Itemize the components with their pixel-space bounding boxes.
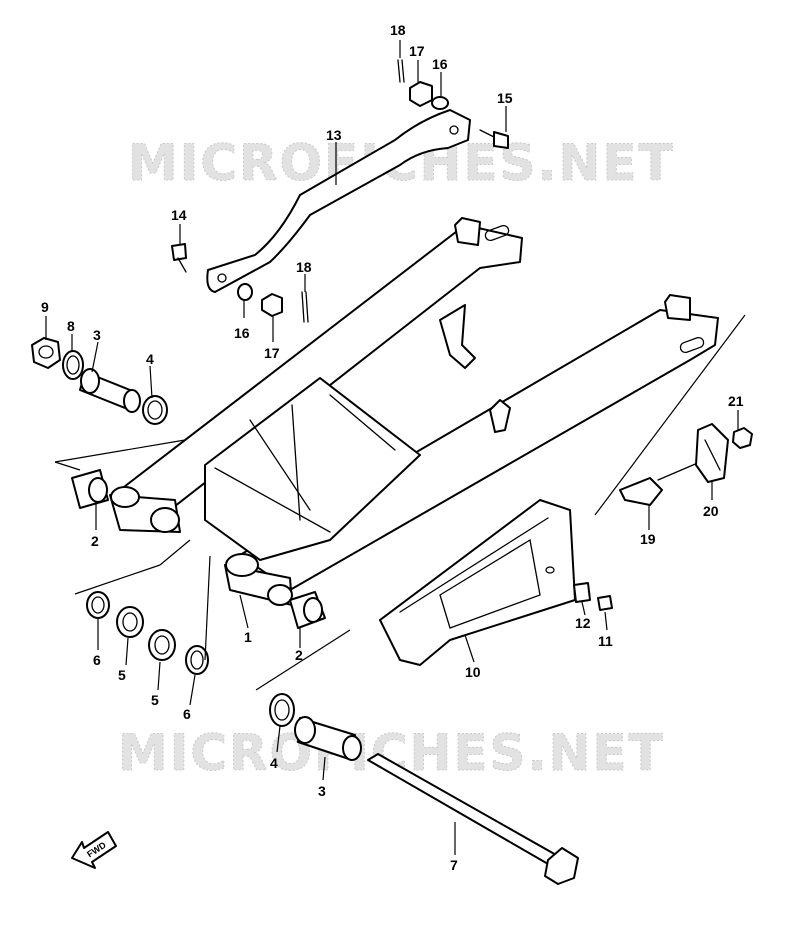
bolt-15	[479, 129, 509, 149]
callout-2-upper: 2	[91, 533, 99, 549]
seal-4a	[142, 395, 168, 425]
callout-7: 7	[450, 857, 458, 873]
bushing-5b	[148, 629, 176, 661]
washer-16b	[237, 283, 253, 301]
callout-16-mid: 16	[234, 325, 250, 341]
bearing-2a	[71, 469, 109, 509]
bushing-5a	[116, 606, 144, 638]
callout-3-upper: 3	[93, 327, 101, 343]
washer-6b	[185, 645, 209, 675]
bolt-11	[597, 595, 613, 611]
bolt-14	[171, 243, 187, 273]
callout-4-lower: 4	[270, 755, 278, 771]
callout-17-mid: 17	[264, 345, 280, 361]
leader-lines	[45, 40, 746, 855]
stopper-20	[695, 423, 729, 483]
callout-16-top: 16	[432, 56, 448, 72]
callouts: 18 17 16 15 13 14 18 16 17 9 8 3 4 21 2 …	[41, 22, 744, 873]
watermark-bottom: MICROFICHES.NET	[118, 724, 665, 782]
collar-12	[573, 582, 591, 603]
callout-20: 20	[703, 503, 719, 519]
callout-18-top: 18	[390, 22, 406, 38]
callout-12: 12	[575, 615, 591, 631]
nut-9	[31, 337, 61, 369]
callout-6-right: 6	[183, 706, 191, 722]
seal-4b	[269, 693, 295, 727]
chain-case	[379, 499, 576, 666]
collar-3b	[294, 716, 362, 761]
nut-17b	[261, 293, 283, 317]
adjuster-19	[619, 461, 701, 506]
callout-18-mid: 18	[296, 259, 312, 275]
cotter-pin-18a	[397, 59, 405, 83]
callout-15: 15	[497, 90, 513, 106]
nut-17a	[409, 81, 433, 107]
callout-10: 10	[465, 664, 481, 680]
callout-8: 8	[67, 318, 75, 334]
callout-21: 21	[728, 393, 744, 409]
callout-4-upper: 4	[146, 351, 154, 367]
swingarm	[109, 217, 719, 606]
bearing-2b	[289, 591, 326, 629]
nut-21	[732, 427, 753, 449]
callout-17-top: 17	[409, 43, 425, 59]
collar-3a	[79, 368, 141, 413]
fwd-arrow: FWD	[71, 831, 117, 869]
callout-9: 9	[41, 299, 49, 315]
callout-3-lower: 3	[318, 783, 326, 799]
callout-2-lower: 2	[295, 647, 303, 663]
cotter-pin-18b	[301, 291, 309, 323]
callout-5-left: 5	[118, 667, 126, 683]
callout-13: 13	[326, 127, 342, 143]
washer-8	[62, 350, 84, 380]
washer-16a	[431, 96, 449, 110]
callout-14: 14	[171, 207, 187, 223]
callout-11: 11	[598, 633, 613, 649]
callout-19: 19	[640, 531, 656, 547]
pivot-shaft-7	[367, 753, 579, 885]
callout-5-right: 5	[151, 692, 159, 708]
callout-6-left: 6	[93, 652, 101, 668]
callout-1: 1	[244, 629, 252, 645]
torque-rod	[206, 109, 471, 293]
washer-6a	[86, 591, 110, 619]
